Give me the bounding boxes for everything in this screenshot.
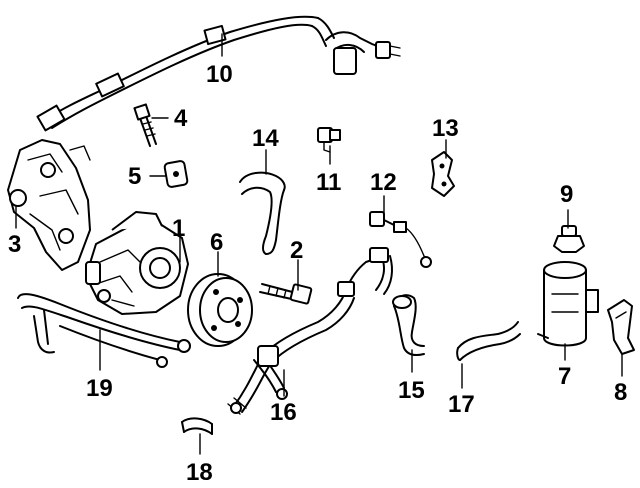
return-line-16 xyxy=(227,247,393,415)
fitting-11 xyxy=(317,127,341,153)
callout-7: 7 xyxy=(558,363,571,390)
hose-14 xyxy=(239,171,286,255)
callout-10: 10 xyxy=(206,61,233,88)
sensor-12 xyxy=(369,211,432,268)
callout-19: 19 xyxy=(86,375,113,402)
bracket-13 xyxy=(431,151,455,197)
callout-11: 11 xyxy=(316,169,341,196)
callout-15: 15 xyxy=(398,377,425,404)
callout-18: 18 xyxy=(186,459,213,486)
callout-12: 12 xyxy=(370,169,397,196)
callout-1: 1 xyxy=(172,215,185,242)
callout-16: 16 xyxy=(270,399,297,426)
bolt-2 xyxy=(259,283,313,305)
callout-5: 5 xyxy=(128,163,141,190)
steering-pump-1 xyxy=(85,211,189,315)
hose-18 xyxy=(181,417,213,435)
callout-6: 6 xyxy=(210,229,223,256)
reservoir-cap-9 xyxy=(553,225,585,253)
callouts: 1 2 3 4 5 6 7 8 9 10 11 12 13 14 15 16 1… xyxy=(8,61,627,486)
pressure-line-10 xyxy=(36,15,401,132)
cooler-lines-19 xyxy=(17,293,191,368)
bracket-8 xyxy=(607,299,635,355)
leader-lines xyxy=(15,33,623,455)
callout-8: 8 xyxy=(614,379,627,406)
callout-9: 9 xyxy=(560,181,573,208)
pulley-6 xyxy=(187,273,253,347)
callout-13: 13 xyxy=(432,115,459,142)
callout-17: 17 xyxy=(448,391,475,418)
bolt-4 xyxy=(133,103,157,147)
callout-3: 3 xyxy=(8,231,21,258)
mount-bracket-3 xyxy=(7,139,91,271)
callout-14: 14 xyxy=(252,125,279,152)
hose-15 xyxy=(392,294,425,357)
callout-2: 2 xyxy=(290,237,303,264)
hose-17 xyxy=(456,321,521,361)
callout-4: 4 xyxy=(174,105,188,132)
bracket-5 xyxy=(163,160,189,188)
reservoir-7 xyxy=(537,261,599,347)
